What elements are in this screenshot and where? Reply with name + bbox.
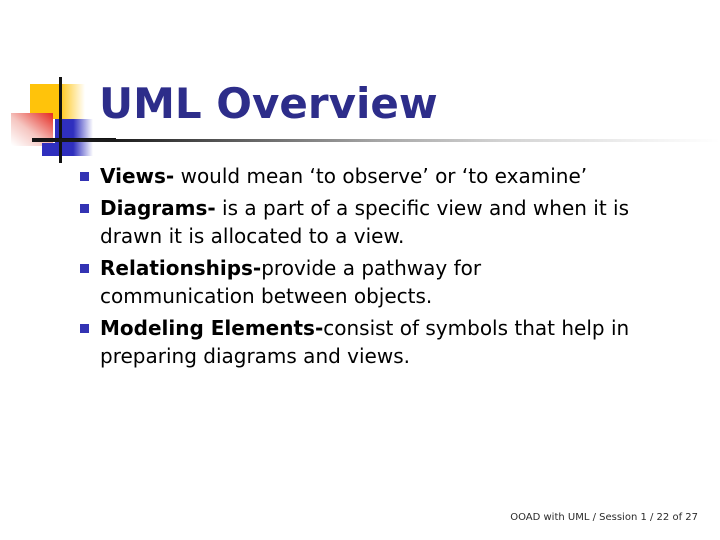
title-divider-line [32,139,720,142]
footer-text: OOAD with UML / Session 1 / 22 of 27 [510,512,698,523]
bullet-square-icon [80,172,89,181]
bullet-square-icon [80,324,89,333]
page-title: UML Overview [99,79,438,128]
bullet-term: Diagrams- [100,196,216,220]
bullet-square-icon [80,204,89,213]
list-item: Views- would mean ‘to observe’ or ‘to ex… [80,162,686,190]
bullet-text: Views- would mean ‘to observe’ or ‘to ex… [100,164,588,188]
bullet-text: Modeling Elements-consist of symbols tha… [100,316,630,368]
list-item: Modeling Elements-consist of symbols tha… [80,314,686,370]
vertical-crosshair-line [59,77,62,163]
bullet-term: Views- [100,164,175,188]
blue-square-small-decor [42,143,60,156]
bullet-square-icon [80,264,89,273]
bullet-term: Relationships- [100,256,262,280]
bullet-list: Views- would mean ‘to observe’ or ‘to ex… [80,162,686,374]
list-item: Diagrams- is a part of a specific view a… [80,194,686,250]
bullet-text: Diagrams- is a part of a specific view a… [100,196,630,248]
bullet-term: Modeling Elements- [100,316,324,340]
